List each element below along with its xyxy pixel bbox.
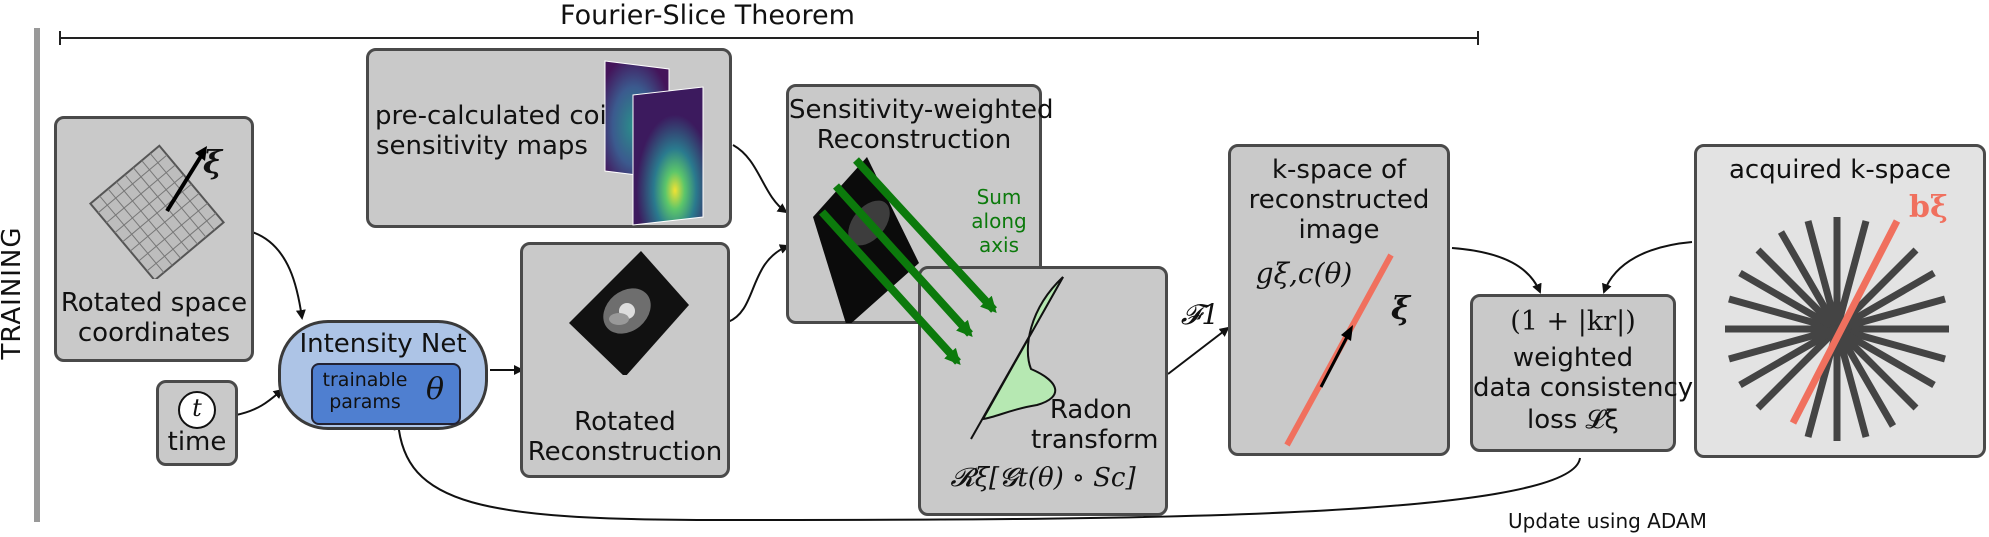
arrow-coords-to-net — [251, 231, 306, 320]
arrow-acquired-to-loss — [1602, 241, 1693, 294]
fourier-operator: 𝓕1 — [1180, 298, 1220, 331]
rotated-coordinates-box: ξ Rotated space coordinates — [54, 116, 254, 362]
radon-line1: Radon — [1049, 395, 1133, 425]
loss-line2: data consistency — [1473, 373, 1694, 403]
coil-maps-box: pre-calculated coil sensitivity maps — [366, 48, 732, 228]
arrow-update-loop — [393, 420, 1581, 522]
sens-recon-line1: Sensitivity-weighted — [789, 95, 1054, 125]
kspace-recon-box: k-space of reconstructed image gξ,c(θ) ξ — [1228, 144, 1450, 456]
radon-projection-graph — [970, 276, 1064, 440]
sensitivity-map-images — [604, 60, 704, 226]
update-adam-label: Update using ADAM — [1508, 509, 1707, 533]
rotated-coords-line2: coordinates — [77, 318, 231, 348]
b-xi-label: bξ — [1909, 190, 1948, 225]
intensity-net-title: Intensity Net — [299, 329, 467, 359]
kspace-recon-line2: reconstructed — [1248, 185, 1430, 215]
arrow-coil-to-sens — [732, 144, 788, 214]
loss-line1: weighted — [1512, 343, 1634, 373]
rotated-reconstruction-box: Rotated Reconstruction — [520, 242, 730, 478]
rotated-coords-line1: Rotated space — [60, 288, 248, 318]
loss-formula: (1 + |kr|) — [1510, 306, 1636, 337]
time-box: t time — [156, 380, 238, 466]
g-function: gξ,c(θ) — [1255, 257, 1353, 290]
arrow-recon-to-sens — [727, 244, 790, 323]
rotated-recon-line1: Rotated — [574, 407, 676, 437]
loss-box: (1 + |kr|) weighted data consistency los… — [1470, 294, 1694, 452]
xi-symbol: ξ — [203, 143, 222, 181]
theta-symbol: θ — [425, 372, 445, 407]
rotated-grid-icon — [88, 144, 226, 279]
kspace-recon-line1: k-space of — [1271, 155, 1407, 185]
time-label: time — [167, 427, 227, 457]
arrow-kspace-to-loss — [1451, 247, 1542, 294]
params-line2: params — [329, 391, 401, 413]
radon-line2: transform — [1031, 425, 1159, 455]
acquired-title: acquired k-space — [1728, 155, 1952, 185]
arrow-radon-to-kspace — [1167, 326, 1230, 375]
radon-formula: 𝓡ξ[𝓖t(θ) ∘ Sc] — [950, 463, 1136, 493]
kspace-spoke — [1284, 253, 1394, 447]
sum-line1: Sum — [976, 185, 1022, 209]
intensity-net-node: Intensity Net trainable params θ — [278, 320, 488, 430]
trainable-params-box: trainable params θ — [311, 363, 461, 425]
rotated-recon-line2: Reconstruction — [527, 437, 723, 467]
coil-maps-line1: pre-calculated coil — [375, 101, 614, 131]
coil-maps-line2: sensitivity maps — [376, 131, 588, 161]
rotated-mri-image — [569, 251, 689, 375]
fourier-slice-title: Fourier-Slice Theorem — [560, 0, 855, 31]
loss-line3: loss 𝓛ξ — [1527, 405, 1619, 435]
radon-transform-box: Radon transform 𝓡ξ[𝓖t(θ) ∘ Sc] — [918, 266, 1168, 516]
kspace-xi: ξ — [1391, 289, 1410, 327]
params-line1: trainable — [322, 369, 408, 391]
sens-recon-line2: Reconstruction — [816, 125, 1012, 155]
kspace-recon-line3: image — [1298, 215, 1380, 245]
time-symbol: t — [192, 394, 202, 422]
acquired-kspace-box: acquired k-space bξ — [1694, 144, 1986, 458]
time-symbol-circle — [178, 391, 216, 429]
radial-spokes — [1725, 217, 1949, 441]
sum-line3: axis — [978, 233, 1020, 257]
sum-line2: along — [971, 209, 1027, 233]
